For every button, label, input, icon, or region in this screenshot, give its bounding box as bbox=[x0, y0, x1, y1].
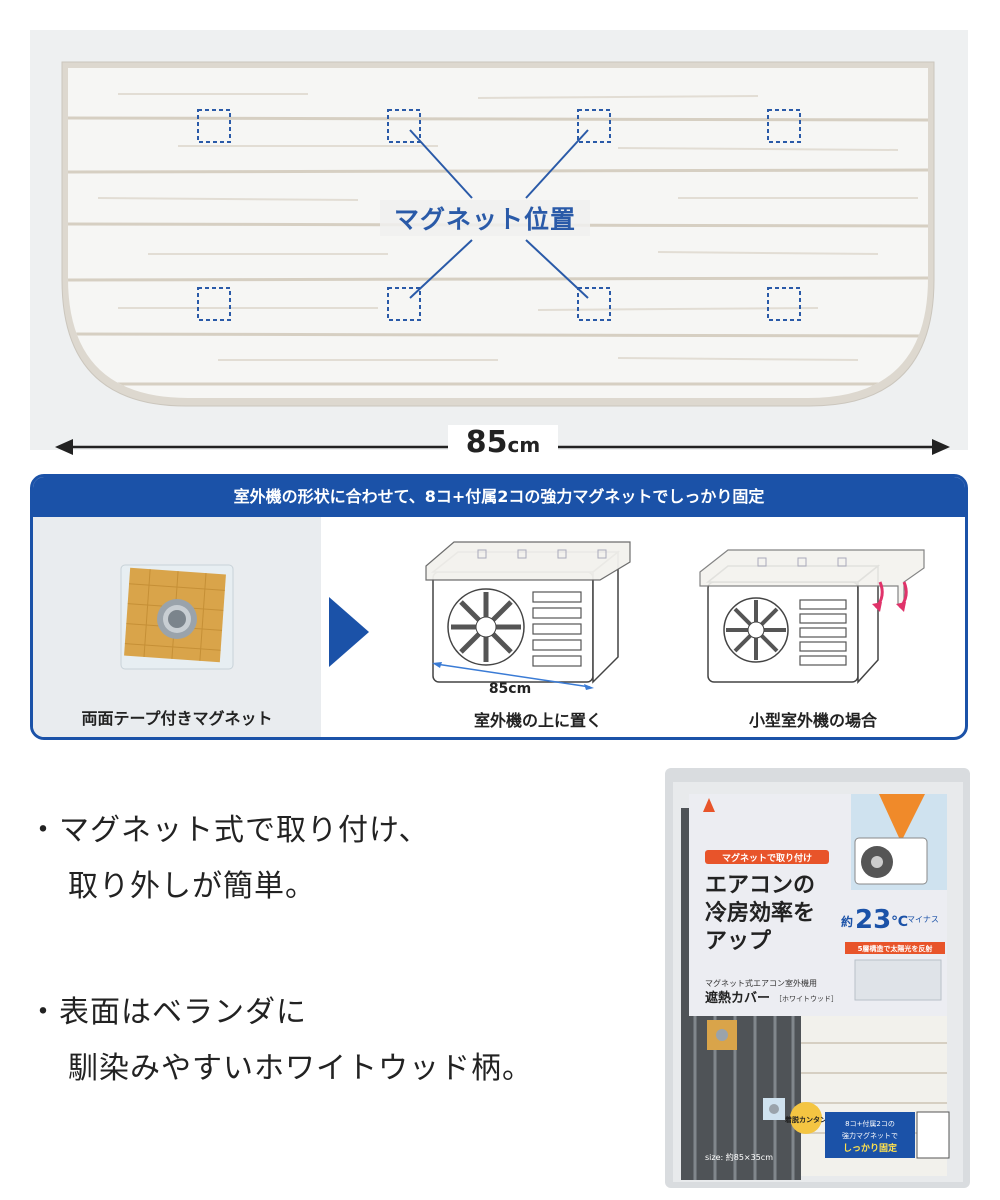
sun-arrow-icon bbox=[879, 794, 925, 842]
magnet-pointer-lines bbox=[409, 129, 589, 299]
outdoor-unit-with-cover-illustration bbox=[425, 541, 631, 690]
pkg-temp-prefix: 約 bbox=[841, 914, 853, 929]
pkg-easy-badge: 着脱カンタン bbox=[784, 1115, 827, 1124]
feature-item: ・表面はベランダに 馴染みやすいホワイトウッド柄。 bbox=[28, 985, 648, 1097]
pkg-title-2: 冷房効率を bbox=[705, 900, 815, 926]
feature-line: 馴染みやすいホワイトウッド柄。 bbox=[68, 1051, 533, 1086]
pkg-magnet-line-1: 8コ+付属2コの bbox=[845, 1119, 895, 1128]
unit-width-label: 85cm bbox=[488, 681, 532, 697]
pkg-size: size: 約85×35cm bbox=[705, 1152, 773, 1162]
pkg-title-1: エアコンの bbox=[705, 873, 815, 898]
width-dimension-label: 85cm bbox=[448, 425, 558, 460]
pkg-temp-unit: ℃ bbox=[891, 914, 908, 930]
easy-badge bbox=[790, 1102, 822, 1134]
heat-cover-illustration bbox=[61, 61, 935, 407]
pkg-temp-value: 23 bbox=[855, 905, 891, 935]
pkg-magnet-line-3: しっかり固定 bbox=[843, 1142, 898, 1154]
magnet-photo-cell: 両面テープ付きマグネット bbox=[33, 517, 321, 737]
pkg-magnet-line-2: 強力マグネットで bbox=[842, 1131, 898, 1140]
installation-steps-panel: 室外機の形状に合わせて、8コ+付属2コの強力マグネットでしっかり固定 両面テープ… bbox=[30, 474, 968, 740]
small-outdoor-unit-illustration bbox=[699, 549, 925, 684]
feature-list: ・マグネット式で取り付け、 取り外しが簡単。 ・表面はベランダに 馴染みやすいホ… bbox=[28, 803, 648, 1097]
pkg-subtitle: マグネット式エアコン室外機用 bbox=[705, 978, 817, 988]
pkg-temp-note: マイナス bbox=[907, 915, 939, 924]
small-unit-caption: 小型室外機の場合 bbox=[748, 711, 877, 730]
feature-item: ・マグネット式で取り付け、 取り外しが簡単。 bbox=[28, 803, 648, 915]
pkg-title-3: アップ bbox=[705, 929, 772, 954]
feature-line: 取り外しが簡単。 bbox=[68, 869, 316, 904]
product-package-photo: マグネットで取り付け エアコンの 冷房効率を アップ 約 23 ℃ マイナス 5… bbox=[665, 768, 970, 1188]
brand-logo-icon bbox=[703, 798, 715, 812]
feature-line: ・マグネット式で取り付け、 bbox=[28, 813, 430, 848]
play-arrow-icon bbox=[329, 597, 369, 667]
feature-line: ・表面はベランダに bbox=[28, 995, 307, 1030]
pkg-product-name: 遮熱カバー bbox=[705, 990, 770, 1006]
magnet-position-markers bbox=[197, 109, 801, 321]
place-on-unit-caption: 室外機の上に置く bbox=[473, 711, 602, 730]
pkg-tagline: マグネットで取り付け bbox=[722, 852, 812, 864]
pkg-layers-badge: 5層構造で太陽光を反射 bbox=[858, 944, 933, 953]
installation-header: 室外機の形状に合わせて、8コ+付属2コの強力マグネットでしっかり固定 bbox=[33, 477, 965, 517]
double-sided-tape-magnet-photo bbox=[120, 564, 234, 670]
magnet-caption: 両面テープ付きマグネット bbox=[81, 709, 273, 728]
magnet-position-label: マグネット位置 bbox=[380, 200, 590, 236]
pkg-variant: ［ホワイトウッド］ bbox=[775, 995, 838, 1003]
